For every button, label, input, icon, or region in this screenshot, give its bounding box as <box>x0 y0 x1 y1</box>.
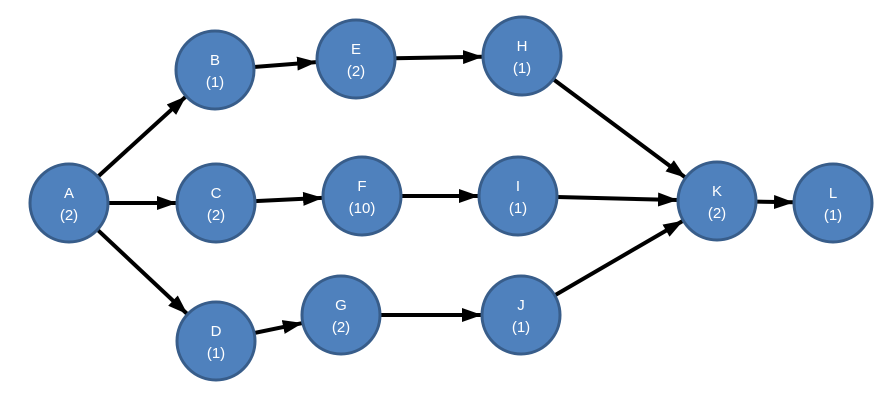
node-B-circle <box>174 29 256 111</box>
node-F: F(10) <box>321 155 403 237</box>
node-L-circle <box>792 162 874 244</box>
edge-A-B <box>96 95 187 179</box>
node-K-circle <box>676 160 758 242</box>
node-F-circle <box>321 155 403 237</box>
edges-layer <box>96 50 795 336</box>
nodes-layer: A(2) B(1) C(2) D(1) E(2) F(10) G(2) H(1) I(1) J(1… <box>28 15 874 382</box>
node-H: H(1) <box>481 15 563 97</box>
node-H-circle <box>481 15 563 97</box>
edge-K-L <box>755 194 795 209</box>
node-K: K(2) <box>676 160 758 242</box>
edge-E-H <box>394 50 484 65</box>
node-C-circle <box>175 162 257 244</box>
edge-J-K <box>553 219 684 298</box>
edge-B-E <box>253 56 318 71</box>
node-D: D(1) <box>175 300 257 382</box>
node-I: I(1) <box>477 155 559 237</box>
edge-C-F <box>254 191 324 206</box>
node-D-circle <box>175 300 257 382</box>
node-L: L(1) <box>792 162 874 244</box>
edge-I-K <box>556 192 679 207</box>
node-I-circle <box>477 155 559 237</box>
node-A: A(2) <box>28 162 110 244</box>
node-A-circle <box>28 162 110 244</box>
edge-H-K <box>552 77 687 179</box>
node-C: C(2) <box>175 162 257 244</box>
edge-A-D <box>96 228 189 316</box>
node-J-circle <box>480 274 562 356</box>
node-J: J(1) <box>480 274 562 356</box>
node-B: B(1) <box>174 29 256 111</box>
node-G: G(2) <box>300 274 382 356</box>
node-G-circle <box>300 274 382 356</box>
node-E-circle <box>315 18 397 100</box>
node-E: E(2) <box>315 18 397 100</box>
edge-D-G <box>253 320 303 336</box>
